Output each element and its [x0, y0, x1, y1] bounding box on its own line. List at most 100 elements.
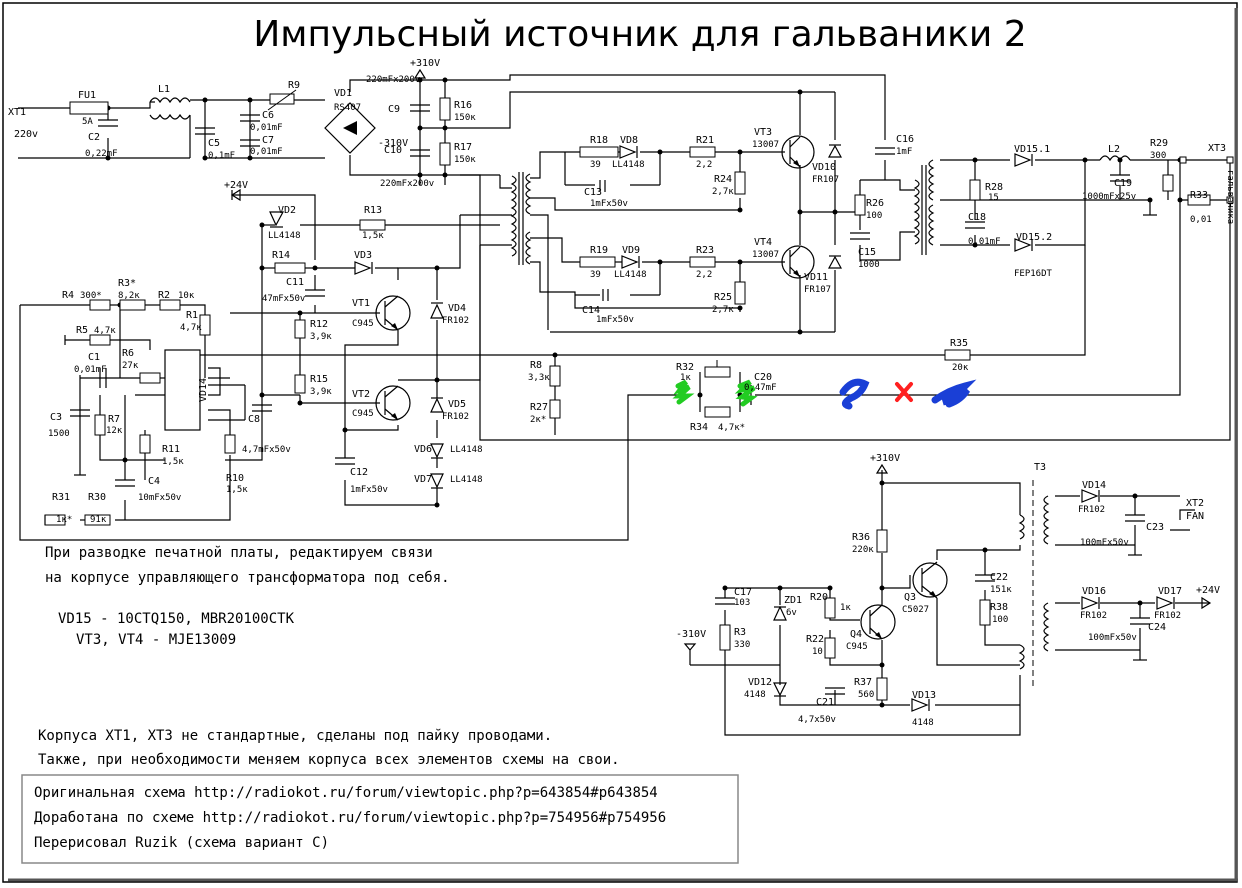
c8-ref-label: C8 [248, 414, 260, 425]
r36-ref-label: R36 [852, 532, 870, 543]
r1-ref-label: R1 [186, 310, 198, 321]
c10-value-label: 220mFx200v [380, 179, 434, 189]
r17-value-label: 150к [454, 155, 476, 165]
c1-value-label: 0,01mF [74, 365, 107, 375]
c17-ref-label: C17 [734, 587, 752, 598]
r33-ref-label: R33 [1190, 190, 1208, 201]
r3b-value-label: 330 [734, 640, 750, 650]
vd7-value-label: LL4148 [450, 475, 483, 485]
c1-ref-label: C1 [88, 352, 100, 363]
r21-ref-label: R21 [696, 135, 714, 146]
driver-transformer-primary [510, 175, 517, 257]
r21-value-label: 2,2 [696, 160, 712, 170]
r29-ref-label: R29 [1150, 138, 1168, 149]
vd8-ref-label: VD8 [620, 135, 638, 146]
vt1-ref-label: VT1 [352, 298, 370, 309]
q3-ref-label: Q3 [904, 592, 916, 603]
case-note-line2: Также, при необходимости меняем корпуса … [38, 752, 620, 768]
wiring [18, 74, 1231, 736]
r32-ref-label: R32 [676, 362, 694, 373]
xt1-label: XT1 [8, 107, 26, 118]
r5-value-label: 4,7к [94, 326, 116, 336]
c8-value-label: 4,7mFx50v [242, 445, 291, 455]
c5-value-label: 0,1mF [208, 151, 235, 161]
c11-ref-label: C11 [286, 277, 304, 288]
c11-value-label: 47mFx50v [262, 294, 305, 304]
green-mark-left [672, 379, 695, 405]
r10-value-label: 1,5к [226, 485, 248, 495]
c21-value-label: 4,7x50v [798, 715, 836, 725]
r15-value-label: 3,9к [310, 387, 332, 397]
credits-box [21, 774, 739, 864]
c4-ref-label: C4 [148, 476, 160, 487]
substitution-note-vt3vt4: VT3, VT4 - MJE13009 [76, 632, 236, 648]
c3-value-label: 1500 [48, 429, 70, 439]
r3-ref-label: R3* [118, 278, 136, 289]
zd1-ref-label: ZD1 [784, 595, 802, 606]
r4-value-label: 300* [80, 291, 102, 301]
pcb-note-line2: на корпусе управляющего трансформатора п… [45, 570, 450, 586]
c20-ref-label: C20 [754, 372, 772, 383]
c2-value-label: 0,22mF [85, 149, 118, 159]
fu1-body [69, 101, 109, 115]
c15-value-label: 1000 [858, 260, 880, 270]
r36-value-label: 220к [852, 545, 874, 555]
case-note-line1: Корпуса XT1, XT3 не стандартные, сделаны… [38, 728, 552, 744]
r25-ref-label: R25 [714, 292, 732, 303]
r15-ref-label: R15 [310, 374, 328, 385]
c19-value-label: 1000mFx25v [1082, 192, 1136, 202]
c13-ref-label: C13 [584, 187, 602, 198]
p24-left-label: +24V [224, 180, 248, 191]
c9-value-label: 220mFx200v [366, 75, 420, 85]
r4-ref-label: R4 [62, 290, 74, 301]
r37-value-label: 560 [858, 690, 874, 700]
m310-bottom-label: -310V [676, 629, 706, 640]
vd9-ref-label: VD9 [622, 245, 640, 256]
c16-ref-label: C16 [896, 134, 914, 145]
vd14-value-label: FR102 [1078, 505, 1105, 515]
r35-ref-label: R35 [950, 338, 968, 349]
vd7-ref-label: VD7 [414, 474, 432, 485]
r35-value-label: 20к [952, 363, 969, 373]
vd10-ref-label: VD10 [812, 162, 836, 173]
t3-ref-label: T3 [1034, 462, 1046, 473]
vd14-ref-label: VD14 [1082, 480, 1106, 491]
r8-ref-label: R8 [530, 360, 542, 371]
c6-value-label: 0,01mF [250, 123, 283, 133]
r28-ref-label: R28 [985, 182, 1003, 193]
c12-ref-label: C12 [350, 467, 368, 478]
vd5-value-label: FR102 [442, 412, 469, 422]
c4-value-label: 10mFx50v [138, 493, 181, 503]
r1-value-label: 4,7к [180, 323, 202, 333]
r26-value-label: 100 [866, 211, 882, 221]
r34-ref-label: R34 [690, 422, 708, 433]
vd12-value-label: 4148 [744, 690, 766, 700]
power-transformer-primary [913, 179, 920, 245]
vd15-1-ref-label: VD15.1 [1014, 144, 1050, 155]
r9-ref-label: R9 [288, 80, 300, 91]
q4-ref-label: Q4 [850, 629, 862, 640]
c3-ref-label: C3 [50, 412, 62, 423]
c23-ref-label: C23 [1146, 522, 1164, 533]
vd1-ref-label: VD1 [334, 88, 352, 99]
r10-ref-label: R10 [226, 473, 244, 484]
c18-value-label: 0,01mF [968, 237, 1001, 247]
vd2-ref-label: VD2 [278, 205, 296, 216]
xt3-name-label: гальваника [1225, 170, 1235, 224]
blue-mark-right [931, 379, 977, 408]
r18-ref-label: R18 [590, 135, 608, 146]
q4-value-label: C945 [846, 642, 868, 652]
r23-value-label: 2,2 [696, 270, 712, 280]
r26-ref-label: R26 [866, 198, 884, 209]
vd17-ref-label: VD17 [1158, 586, 1182, 597]
r31-ref-label: R31 [52, 492, 70, 503]
r2-value-label: 10к [178, 291, 195, 301]
m310-top-label: -310V [378, 138, 408, 149]
xt1-voltage-label: 220v [14, 129, 38, 140]
vd4-ref-label: VD4 [448, 303, 466, 314]
vd17-value-label: FR102 [1154, 611, 1181, 621]
c21-ref-label: C21 [816, 697, 834, 708]
r20-ref-label: R20 [810, 592, 828, 603]
component-labels: FU15AC20,22mFL1C50,1mFC60,01mFC70,01mFR9… [48, 75, 1212, 728]
red-cross-mark [895, 382, 913, 402]
